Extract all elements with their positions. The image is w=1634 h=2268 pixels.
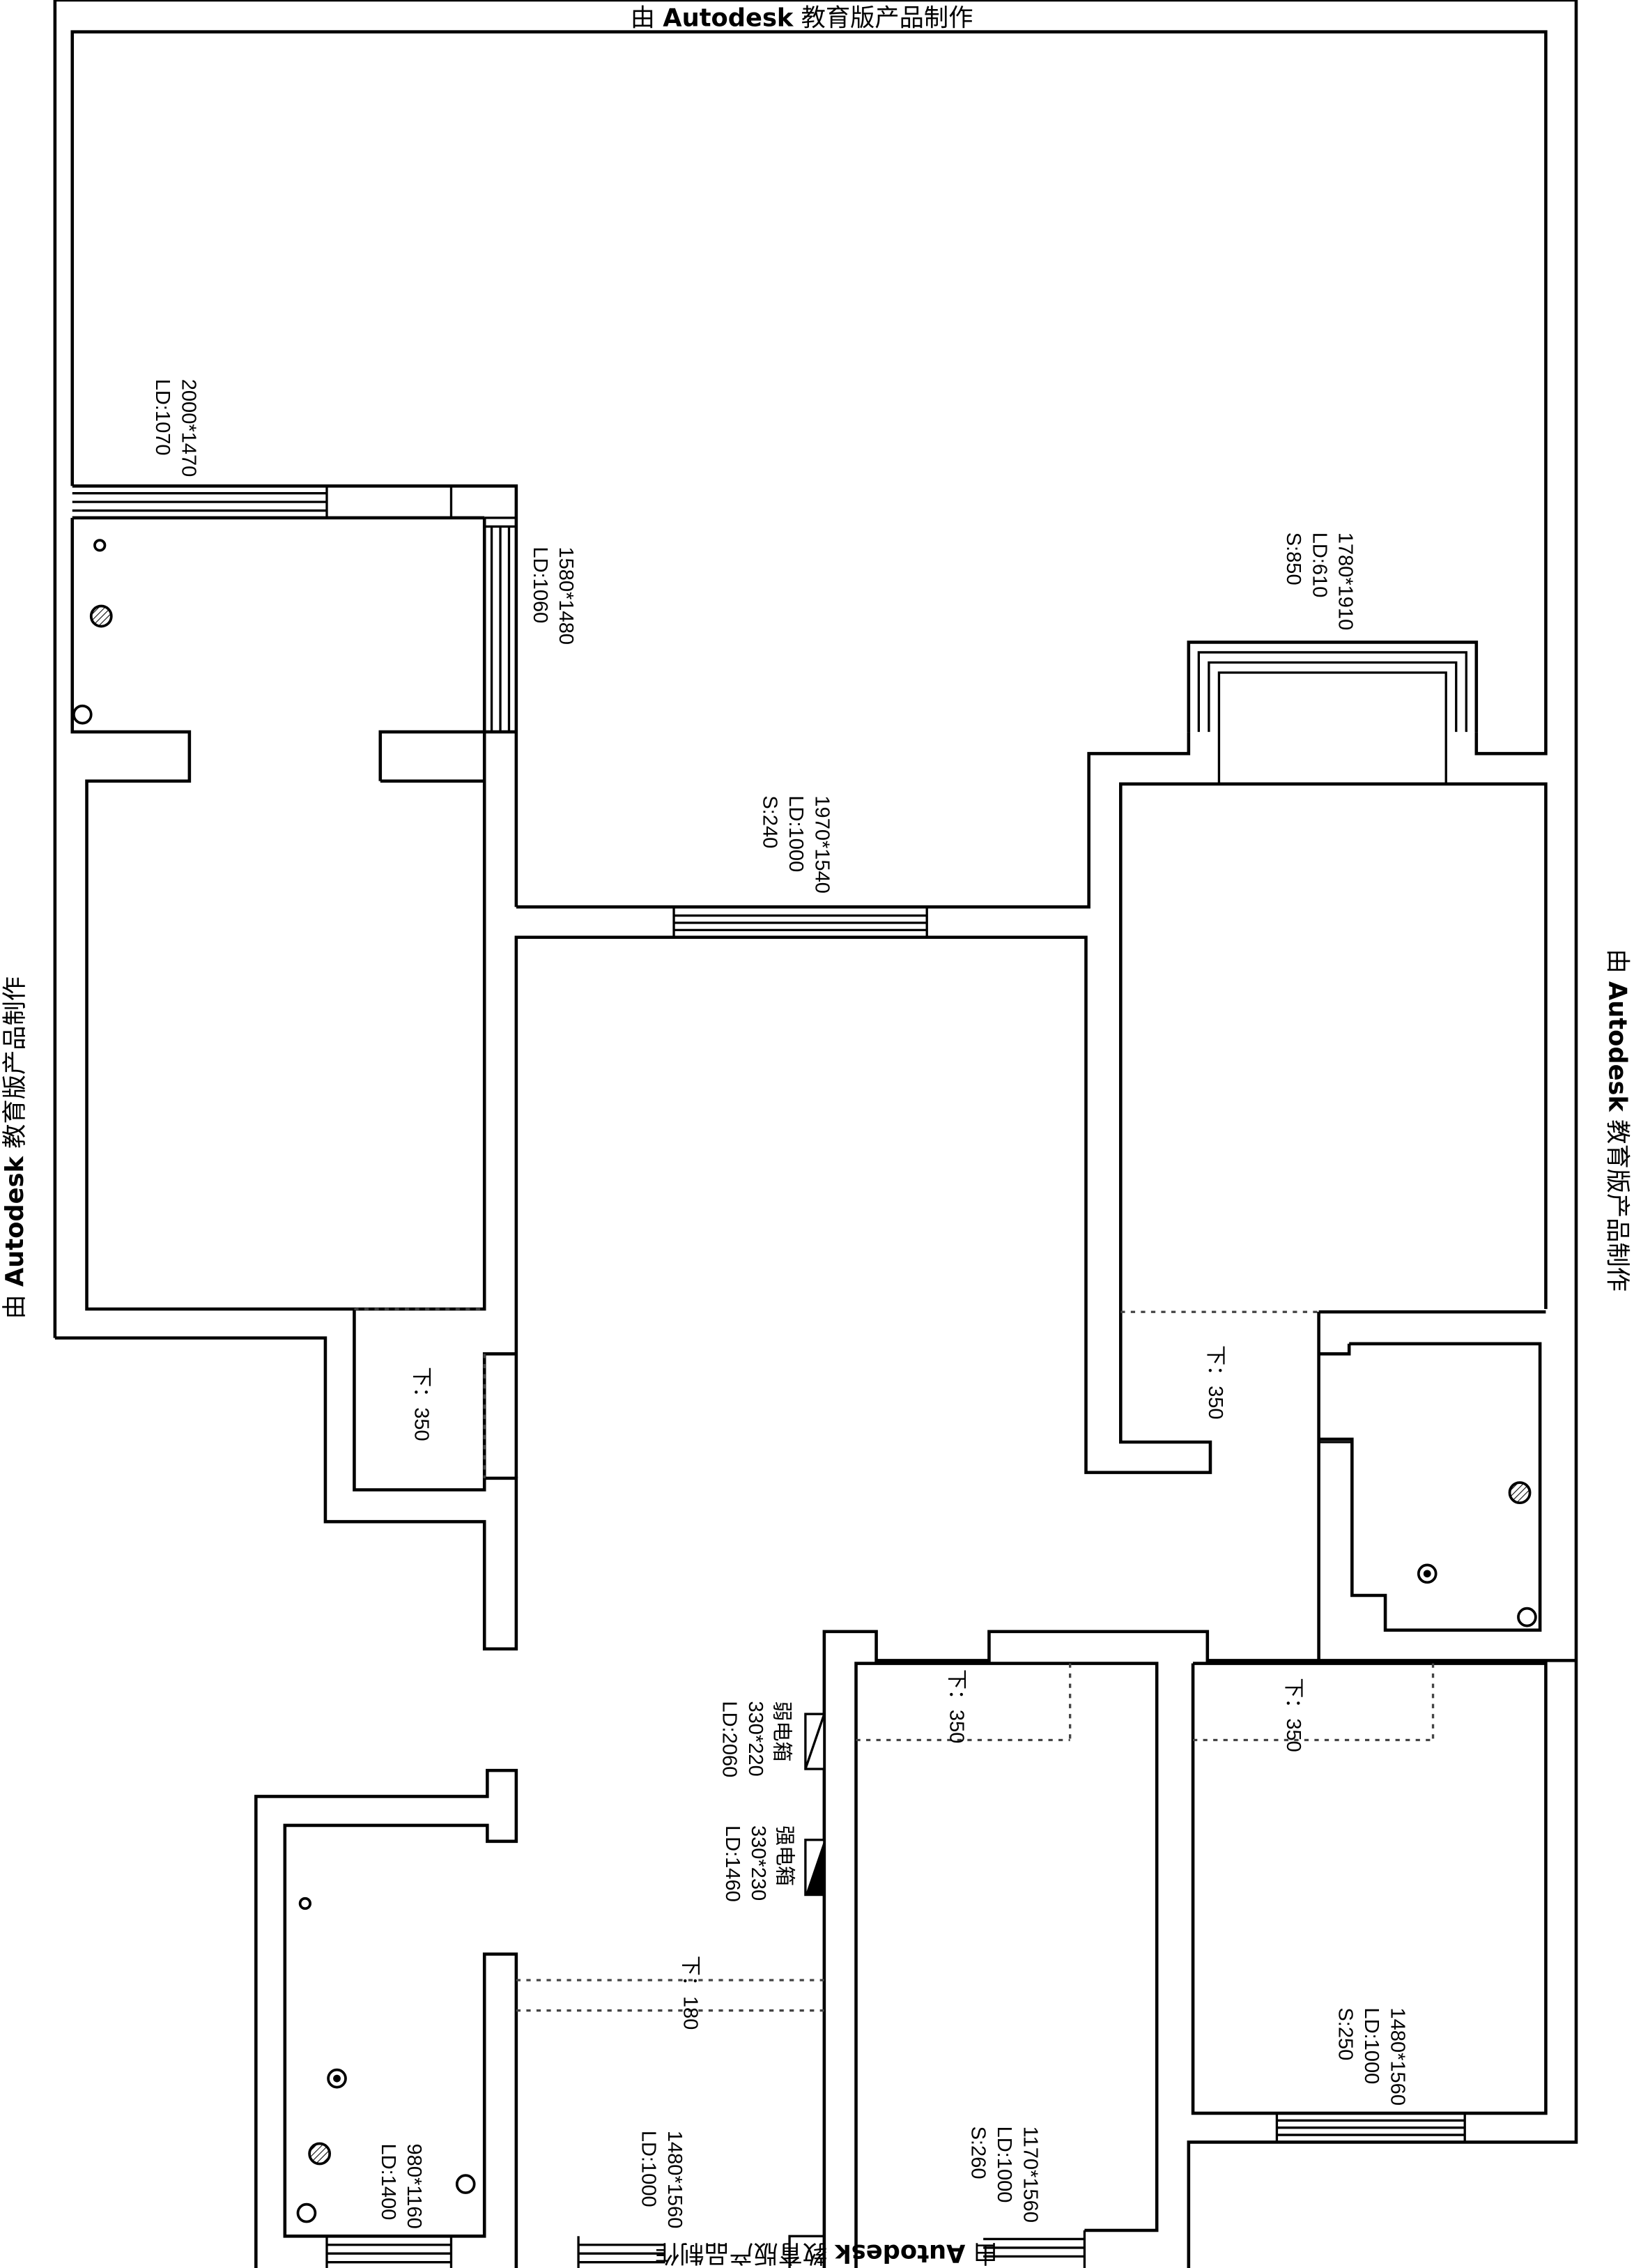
- svg-text:弱电箱: 弱电箱: [770, 1701, 793, 1761]
- svg-text:330*220: 330*220: [744, 1701, 766, 1776]
- label-window-2: 1580*1480 LD:1060: [529, 546, 577, 645]
- svg-text:1780*1910: 1780*1910: [1334, 532, 1357, 631]
- drain-small-icon: [93, 539, 107, 552]
- label-step-3: 下：350: [945, 1669, 967, 1744]
- label-step-1: 下：350: [410, 1367, 433, 1441]
- svg-text:LD:1070: LD:1070: [151, 379, 174, 456]
- svg-text:S:850: S:850: [1282, 532, 1304, 585]
- svg-text:下：180: 下：180: [679, 1956, 702, 2030]
- svg-text:下：350: 下：350: [410, 1367, 433, 1441]
- svg-text:LD:1400: LD:1400: [377, 2144, 399, 2221]
- label-weak-box: 弱电箱 330*220 LD:2060: [718, 1701, 794, 1777]
- watermark-bottom: 由 Autodesk 教育版产品制作: [655, 2239, 998, 2267]
- right-rooms: [822, 1310, 1576, 2268]
- outer-walls: [53, 0, 1578, 2268]
- pipe-icon-bl2: [455, 2174, 476, 2194]
- window-6: [983, 2230, 1086, 2268]
- label-step-5: 下：180: [679, 1956, 702, 2030]
- floor-drain-icon-right: [1508, 1481, 1532, 1505]
- svg-text:1480*1560: 1480*1560: [663, 2131, 686, 2229]
- label-window-5: 1480*1560 LD:1000 S:250: [1334, 2007, 1409, 2106]
- label-window-1: 2000*1470 LD:1070: [151, 379, 199, 477]
- svg-text:1480*1560: 1480*1560: [1386, 2007, 1408, 2106]
- svg-text:由 Autodesk 教育版产品制作: 由 Autodesk 教育版产品制作: [1603, 949, 1632, 1292]
- svg-text:下：350: 下：350: [1204, 1345, 1226, 1420]
- svg-text:强电箱: 强电箱: [773, 1825, 796, 1886]
- label-window-6: 1170*1560 LD:1000 S:260: [967, 2127, 1042, 2223]
- floor-drain-icon: [89, 604, 113, 628]
- svg-text:330*230: 330*230: [747, 1825, 769, 1901]
- window-2: [484, 525, 516, 733]
- svg-text:下：350: 下：350: [1282, 1678, 1304, 1752]
- svg-text:LD:610: LD:610: [1308, 532, 1330, 598]
- label-window-4: 1780*1910 LD:610 S:850: [1282, 532, 1357, 631]
- svg-text:LD:1000: LD:1000: [637, 2131, 659, 2207]
- svg-text:LD:1000: LD:1000: [785, 795, 807, 872]
- svg-text:980*1160: 980*1160: [403, 2144, 425, 2229]
- bay-window: [1187, 641, 1479, 784]
- svg-text:1580*1480: 1580*1480: [555, 546, 577, 645]
- strong-box-fill: [805, 1839, 824, 1895]
- drain-small-icon-bl: [298, 1897, 312, 1910]
- svg-text:LD:2060: LD:2060: [718, 1701, 741, 1777]
- svg-text:由 Autodesk 教育版产品制作: 由 Autodesk 教育版产品制作: [631, 3, 973, 32]
- svg-text:由 Autodesk 教育版产品制作: 由 Autodesk 教育版产品制作: [655, 2239, 998, 2267]
- central-area: [514, 732, 1548, 1478]
- window-1: [72, 492, 327, 512]
- svg-text:由 Autodesk 教育版产品制作: 由 Autodesk 教育版产品制作: [1, 976, 29, 1319]
- pipe-icon-bl1: [296, 2202, 317, 2223]
- svg-text:S:240: S:240: [759, 795, 781, 848]
- pipe-icon: [72, 704, 93, 725]
- toilet-center-dot-bl: [333, 2074, 341, 2083]
- label-strong-box: 强电箱 330*230 LD:1460: [721, 1825, 796, 1902]
- upper-left-room: [54, 484, 518, 1651]
- label-window-8: 980*1160 LD:1400: [377, 2144, 425, 2229]
- watermark-left: 由 Autodesk 教育版产品制作: [1, 976, 29, 1319]
- pipe-icon-right: [1517, 1607, 1537, 1627]
- watermark-top: 由 Autodesk 教育版产品制作: [631, 3, 973, 32]
- svg-text:S:250: S:250: [1334, 2007, 1357, 2060]
- window-5: [1275, 2113, 1466, 2143]
- svg-text:1970*1540: 1970*1540: [810, 795, 833, 894]
- label-window-7: 1480*1560 LD:1000: [637, 2131, 685, 2229]
- svg-text:LD:1460: LD:1460: [721, 1825, 743, 1902]
- toilet-center-dot: [1423, 1570, 1431, 1578]
- svg-text:S:260: S:260: [967, 2127, 989, 2179]
- svg-text:1170*1560: 1170*1560: [1019, 2127, 1041, 2223]
- watermark-right: 由 Autodesk 教育版产品制作: [1603, 949, 1632, 1292]
- svg-text:LD:1060: LD:1060: [529, 546, 551, 623]
- floor-drain-icon-bl: [308, 2142, 332, 2166]
- svg-text:LD:1000: LD:1000: [1360, 2007, 1382, 2084]
- label-window-3: 1970*1540 LD:1000 S:240: [759, 795, 833, 894]
- bottom-left-rooms: [325, 1979, 824, 2268]
- svg-text:LD:1000: LD:1000: [993, 2127, 1015, 2203]
- svg-text:下：350: 下：350: [945, 1669, 967, 1744]
- label-step-2: 下：350: [1204, 1345, 1226, 1420]
- label-step-4: 下：350: [1282, 1678, 1304, 1752]
- svg-text:2000*1470: 2000*1470: [177, 379, 199, 477]
